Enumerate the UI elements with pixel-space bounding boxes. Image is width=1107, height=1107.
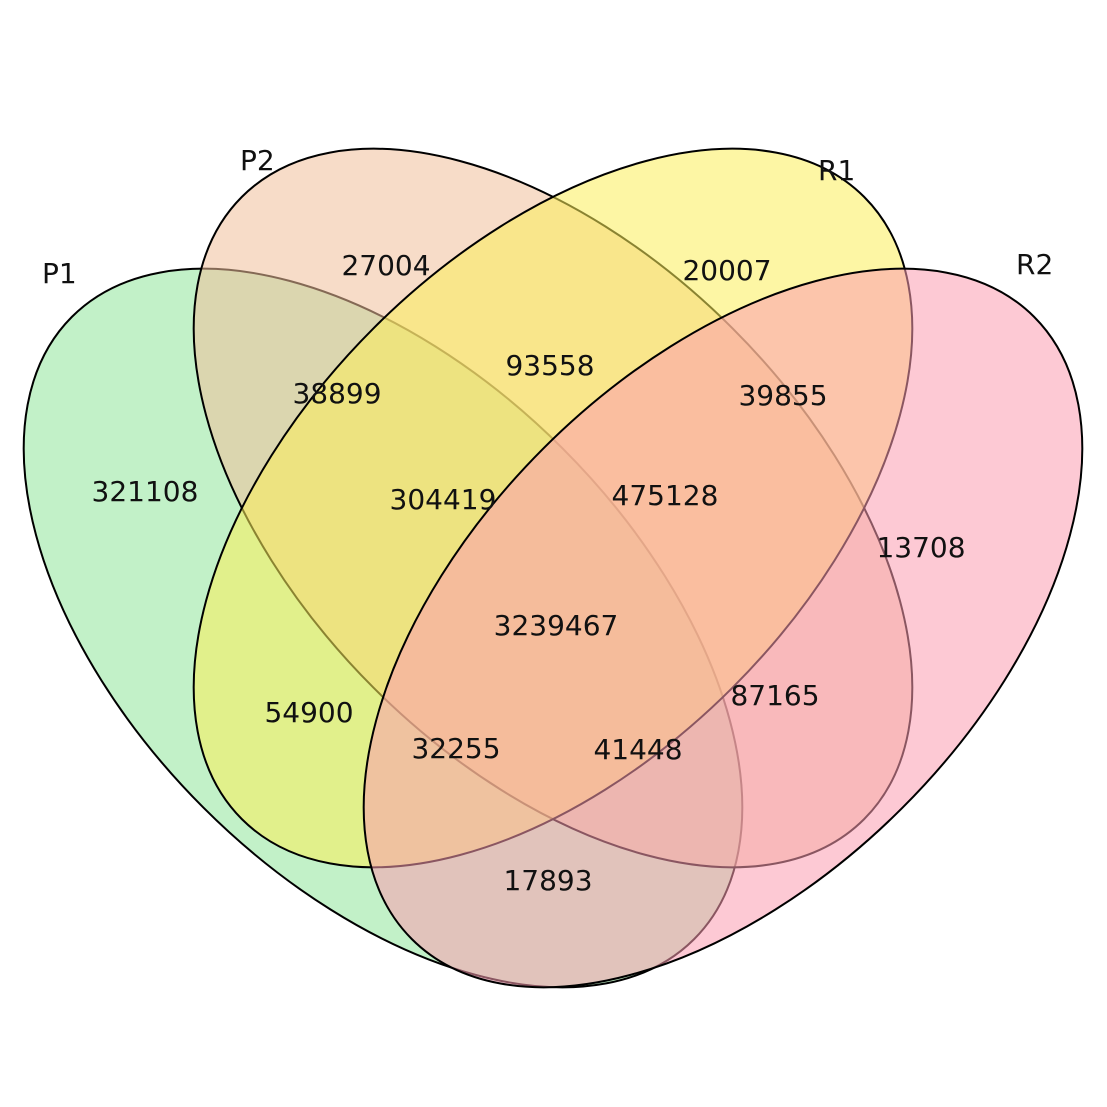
region-count-r1-r2: 39855: [738, 379, 827, 412]
region-count-r1-only: 20007: [682, 254, 771, 287]
region-count-p1-p2-r2: 41448: [593, 733, 682, 766]
region-count-all-four: 3239467: [494, 609, 619, 642]
set-label-p1: P1: [42, 257, 77, 290]
region-count-p2-r1-r2: 475128: [612, 479, 719, 512]
set-shapes: [22, 147, 1084, 989]
region-count-p1-r2: 17893: [503, 864, 592, 897]
region-count-p2-only: 27004: [341, 249, 430, 282]
region-count-p2-r2: 87165: [730, 679, 819, 712]
set-label-r2: R2: [1016, 248, 1053, 281]
region-count-p1-p2: 38899: [292, 377, 381, 410]
region-count-r2-only: 13708: [876, 531, 965, 564]
region-count-p1-r1-r2: 32255: [411, 732, 500, 765]
region-count-p1-r1: 54900: [264, 696, 353, 729]
region-count-p2-r1: 93558: [505, 349, 594, 382]
set-label-p2: P2: [240, 144, 275, 177]
region-counts: 321108 27004 20007 13708 38899 93558 398…: [92, 249, 966, 897]
region-count-p1-only: 321108: [92, 475, 199, 508]
set-ellipse-r2: [362, 267, 1084, 989]
set-label-r1: R1: [818, 154, 855, 187]
region-count-p1-p2-r1: 304419: [390, 483, 497, 516]
set-labels: P1 P2 R1 R2: [42, 144, 1053, 290]
